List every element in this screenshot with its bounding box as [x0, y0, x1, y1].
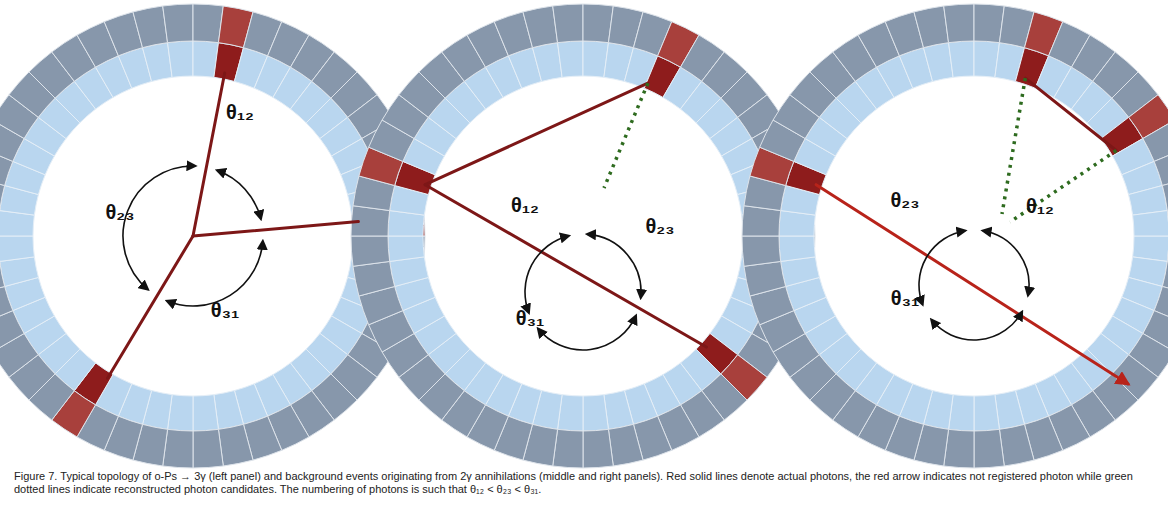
angle-label: θ₂₃ — [104, 201, 137, 224]
angle-arc — [525, 236, 569, 313]
inner-module — [558, 41, 583, 77]
angle-label: θ₃₁ — [889, 287, 921, 310]
angle-arc — [983, 231, 1029, 296]
angle-arc — [538, 316, 636, 350]
inner-module — [390, 257, 429, 287]
outer-module — [1143, 120, 1168, 161]
inner-module — [1133, 211, 1168, 236]
photon-track — [193, 73, 225, 236]
outer-module — [163, 4, 193, 43]
outer-module — [0, 286, 13, 324]
outer-module — [583, 429, 613, 468]
inner-module — [779, 236, 815, 261]
angle-label: θ₂₃ — [889, 189, 922, 212]
outer-module — [553, 4, 583, 43]
angle-arc — [167, 241, 263, 306]
angle-label: θ₃₁ — [209, 299, 241, 322]
inner-module — [781, 257, 820, 287]
reconstructed-photon — [604, 83, 648, 188]
outer-module — [133, 6, 168, 48]
outer-module — [1154, 147, 1168, 185]
inner-module — [0, 257, 38, 287]
outer-module — [974, 429, 1004, 468]
outer-module — [351, 236, 390, 266]
photon-track — [425, 185, 706, 347]
angle-label: θ₁₂ — [509, 194, 541, 217]
outer-module — [608, 424, 643, 466]
outer-module — [523, 6, 558, 48]
inner-module — [533, 43, 563, 82]
inner-module — [604, 391, 634, 430]
inner-module — [1129, 186, 1168, 216]
outer-module — [744, 261, 786, 296]
inner-module — [583, 395, 608, 431]
inner-module — [949, 41, 974, 77]
outer-module — [0, 311, 24, 352]
outer-module — [914, 6, 949, 48]
outer-module — [742, 236, 781, 266]
angle-arc — [587, 234, 641, 298]
outer-module — [193, 429, 223, 468]
angle-label: θ₁₂ — [224, 101, 256, 124]
angle-arc — [217, 170, 261, 219]
angle-label: θ₂₃ — [644, 215, 677, 238]
figure-caption: Figure 7. Typical topology of o-Ps → 3γ … — [14, 470, 1154, 496]
inner-module — [0, 236, 34, 261]
angle-arc — [931, 312, 1022, 340]
angle-arc — [123, 166, 195, 290]
scattered-photon-track — [1025, 78, 1116, 150]
angle-arc — [919, 231, 965, 305]
photon-track — [108, 236, 193, 378]
inner-module — [995, 391, 1025, 430]
inner-module — [168, 41, 193, 77]
scattered-photon-track — [425, 83, 648, 185]
reconstructed-photon — [1010, 151, 1116, 222]
outer-module — [0, 261, 5, 296]
angle-label: θ₃₁ — [514, 307, 546, 330]
outer-module — [1167, 206, 1168, 236]
outer-module — [353, 261, 395, 296]
outer-module — [944, 4, 974, 43]
reconstructed-photon — [1002, 78, 1025, 214]
unregistered-photon — [816, 185, 1128, 384]
photon-track — [193, 222, 358, 236]
inner-module — [143, 43, 173, 82]
outer-module — [999, 424, 1034, 466]
inner-module — [193, 395, 218, 431]
inner-module — [974, 395, 999, 431]
outer-module — [218, 424, 253, 466]
outer-module — [1162, 176, 1168, 211]
inner-module — [214, 391, 244, 430]
inner-module — [388, 236, 424, 261]
inner-module — [924, 43, 954, 82]
angle-label: θ₁₂ — [1024, 195, 1056, 218]
